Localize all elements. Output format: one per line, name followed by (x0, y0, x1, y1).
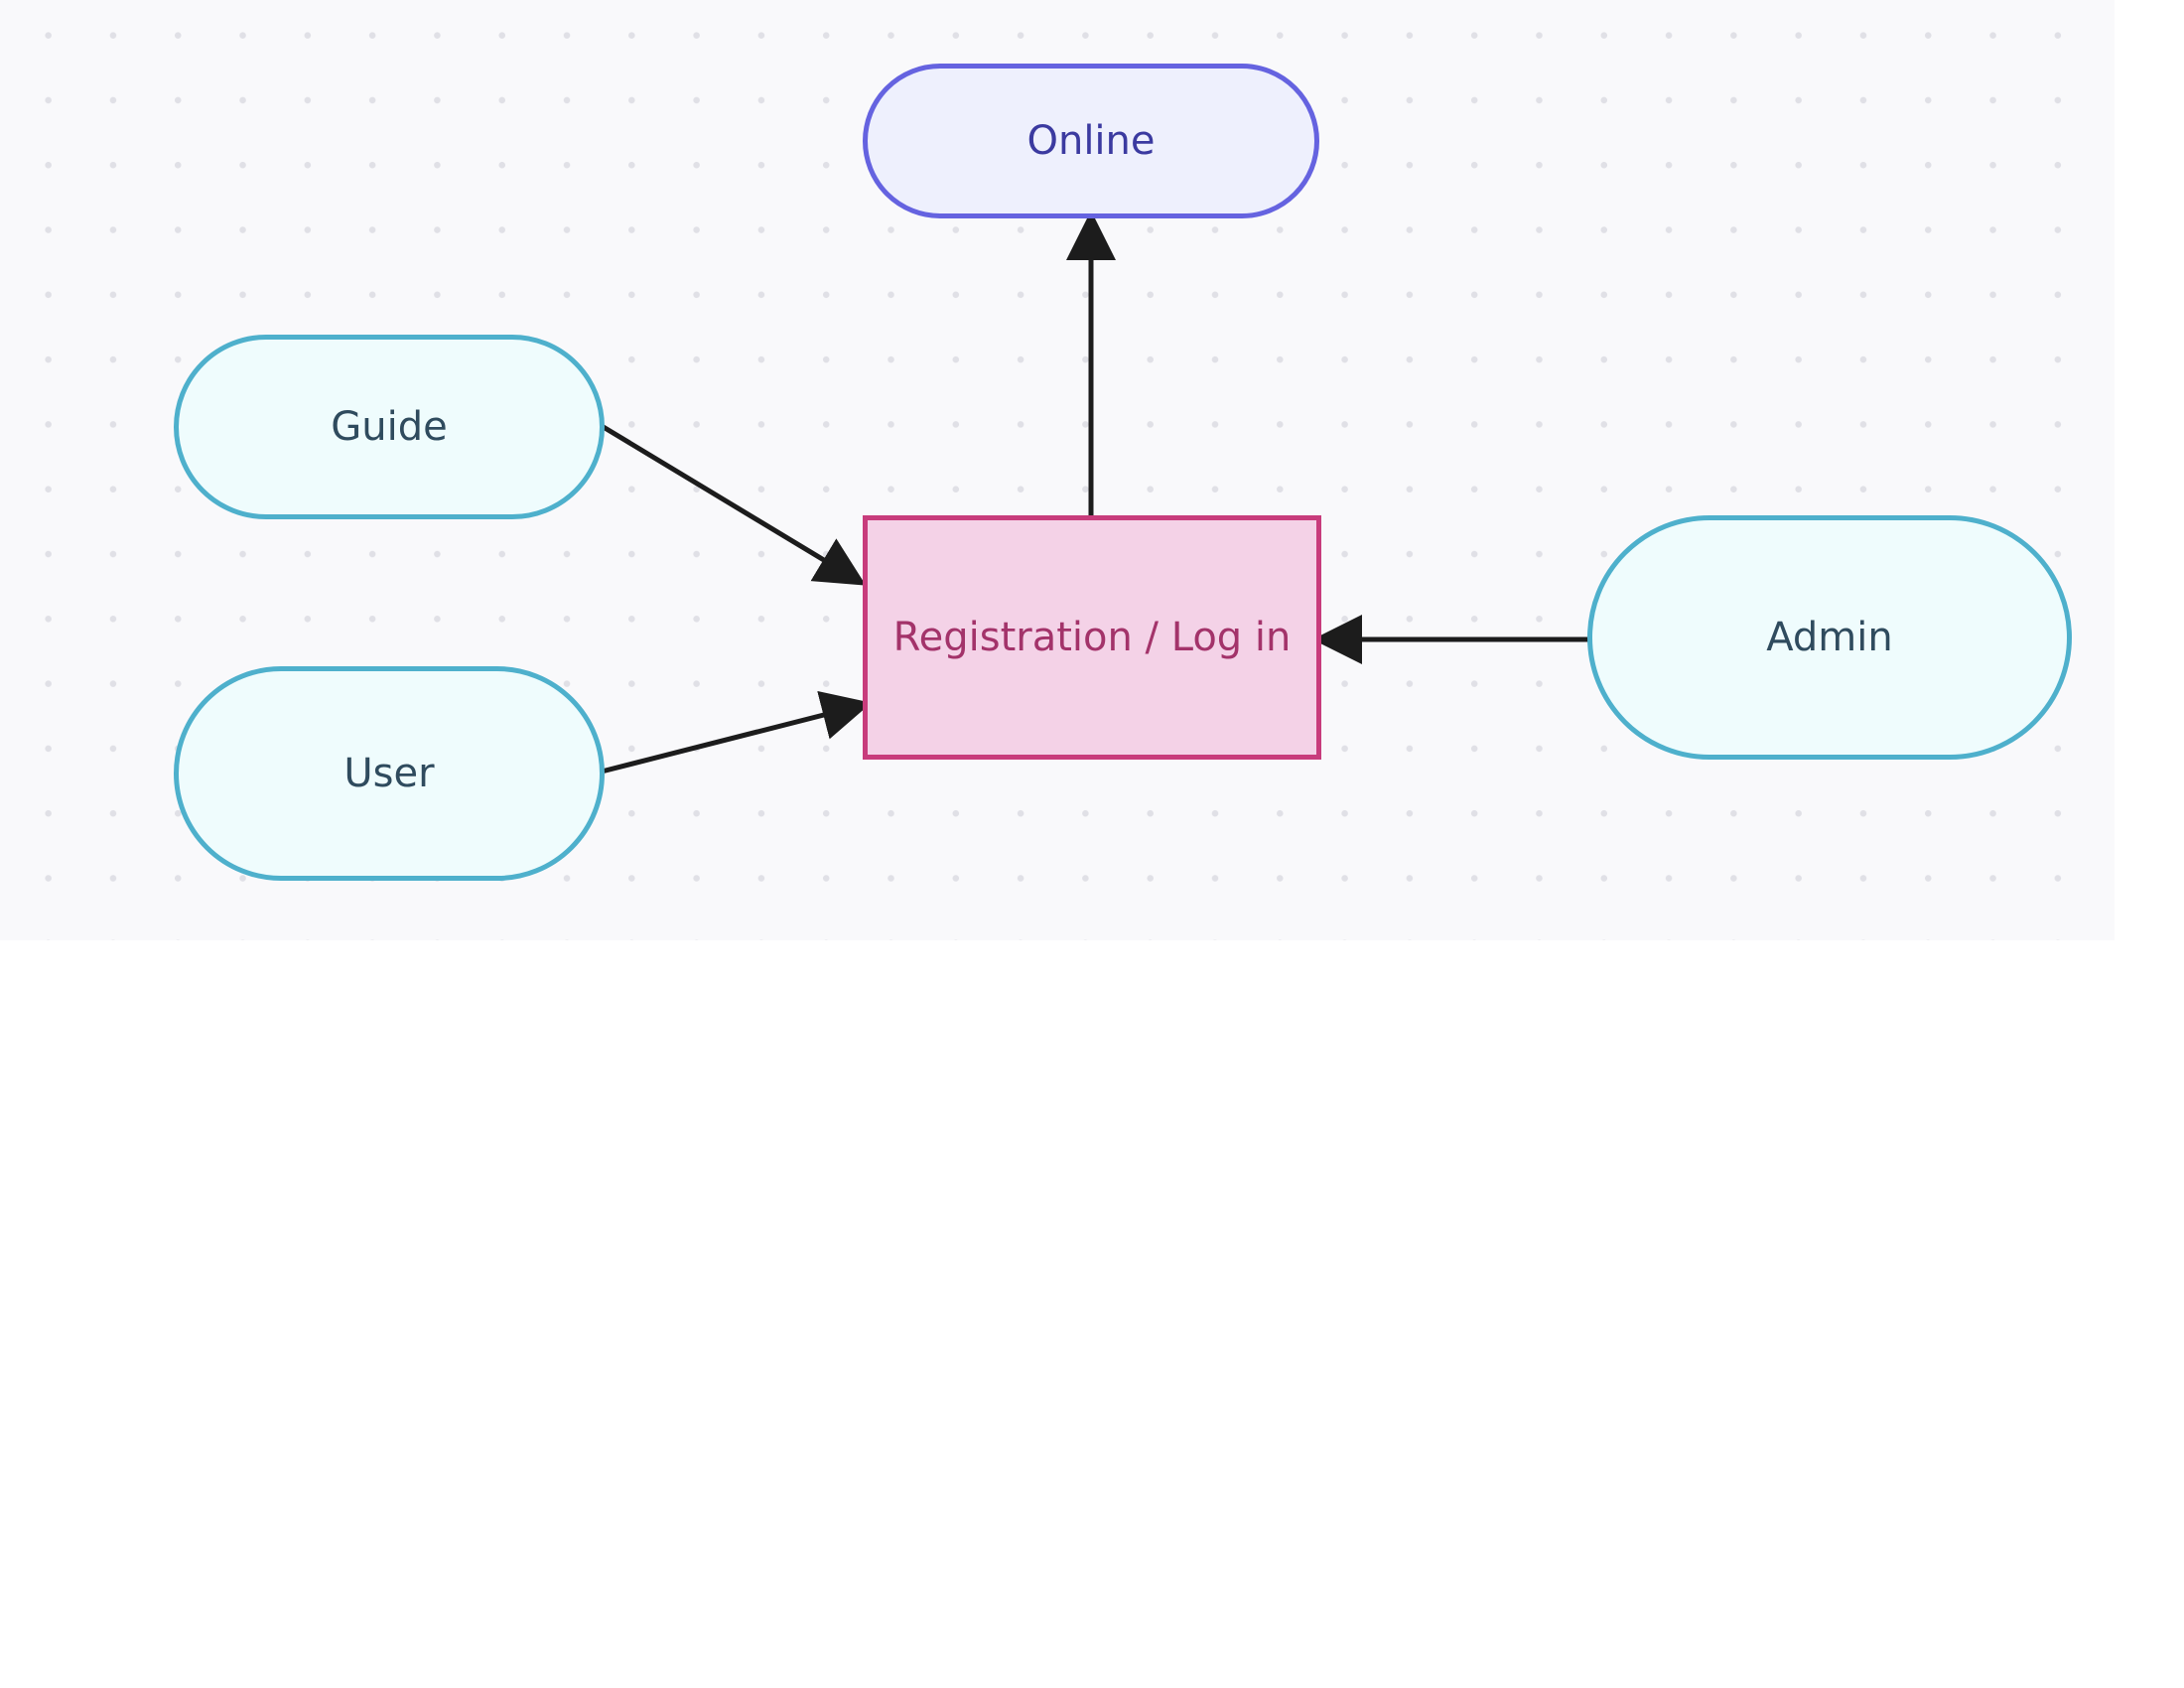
node-registration[interactable]: Registration / Log in (863, 515, 1321, 760)
node-admin-label: Admin (1766, 615, 1893, 660)
node-online-label: Online (1026, 118, 1156, 164)
node-registration-label: Registration / Log in (892, 615, 1292, 660)
node-user-label: User (343, 751, 435, 796)
node-guide-label: Guide (331, 404, 448, 450)
node-guide[interactable]: Guide (174, 335, 605, 519)
diagram-canvas: Online Guide User Registration / Log in … (0, 0, 2115, 940)
node-user[interactable]: User (174, 666, 605, 881)
edge-user-to-registration (601, 690, 872, 774)
node-online[interactable]: Online (863, 64, 1319, 218)
edge-guide-to-registration (600, 423, 867, 586)
diagram-edges (600, 211, 1590, 774)
node-admin[interactable]: Admin (1587, 515, 2072, 760)
